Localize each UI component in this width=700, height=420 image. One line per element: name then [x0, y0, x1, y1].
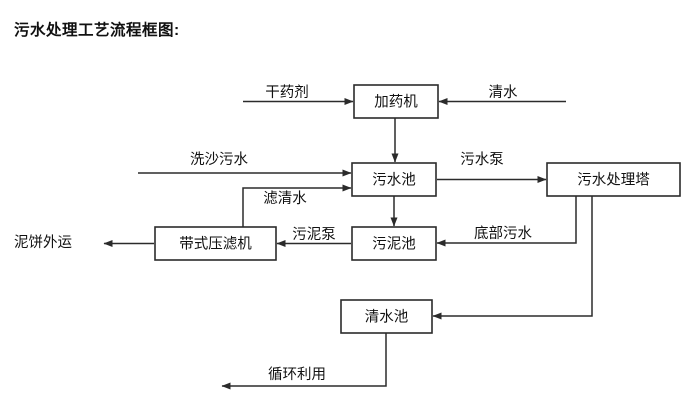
edge-label-sludge-pump: 污泥泵 [292, 226, 336, 243]
edge-clear-water-pool-to-recycle [221, 333, 387, 390]
node-dosing-machine[interactable]: 加药机 [353, 84, 439, 119]
edge-label-filtered-water: 滤清水 [263, 190, 307, 207]
node-sludge-pool[interactable]: 污泥池 [351, 226, 437, 261]
edge-labels-layer: 干药剂 清水 洗沙污水 滤清水 污水泵 污泥泵 底部污水 循环利用 [190, 84, 532, 383]
edges-layer [103, 98, 593, 390]
node-clear-water-pool[interactable]: 清水池 [340, 299, 433, 334]
edge-label-recycle-use: 循环利用 [268, 366, 326, 383]
node-treatment-tower-label: 污水处理塔 [577, 171, 650, 188]
node-sludge-pool-label: 污泥池 [372, 235, 416, 252]
node-wastewater-pool-label: 污水池 [372, 171, 416, 188]
edge-label-clean-water: 清水 [489, 84, 518, 101]
edge-belt-filter-to-wastewater-pool-filtered [242, 184, 352, 227]
terminal-label-mud-cake-out: 泥饼外运 [14, 234, 72, 251]
edge-label-bottom-sewage: 底部污水 [474, 225, 532, 242]
page-title: 污水处理工艺流程框图: [14, 22, 180, 39]
terminal-labels-layer: 泥饼外运 [14, 234, 72, 251]
edge-treatment-tower-to-sludge-pool [436, 196, 577, 247]
node-belt-filter-press-label: 带式压滤机 [179, 235, 252, 252]
node-dosing-machine-label: 加药机 [374, 93, 418, 110]
node-wastewater-pool[interactable]: 污水池 [351, 162, 437, 197]
edge-label-sewage-pump: 污水泵 [460, 151, 504, 168]
node-belt-filter-press[interactable]: 带式压滤机 [154, 226, 277, 261]
edge-treatment-tower-to-clear-water-pool [432, 196, 593, 320]
edge-label-sand-wash-sewage: 洗沙污水 [190, 151, 248, 168]
node-treatment-tower[interactable]: 污水处理塔 [546, 162, 681, 197]
edge-label-dry-chemical: 干药剂 [265, 84, 309, 101]
node-clear-water-pool-label: 清水池 [365, 308, 409, 325]
nodes-layer: 加药机 污水池 污水处理塔 带式压滤机 污泥池 清水池 [154, 84, 681, 334]
